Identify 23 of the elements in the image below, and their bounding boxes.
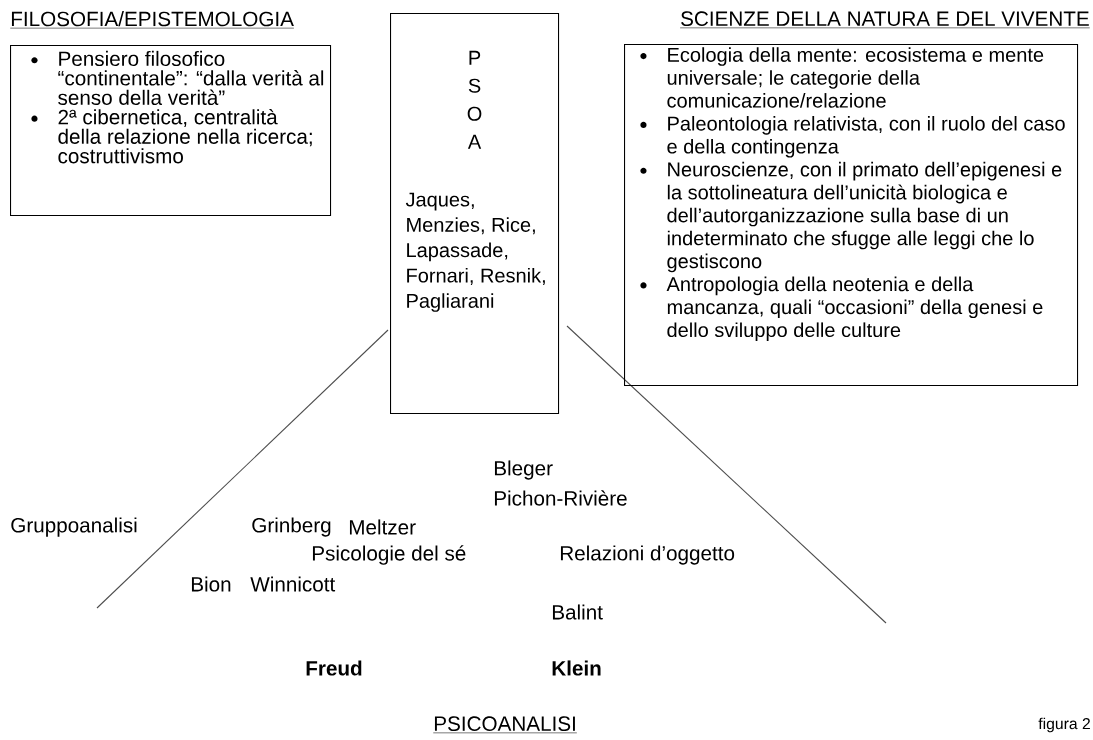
name-label: Psicologie del sé [312, 545, 466, 565]
section-heading: SCIENZE DELLA NATURA E DEL VIVENTE [679, 11, 1090, 29]
footer-heading: PSICOANALISI [433, 716, 578, 734]
node-label: Antropologia della neotenia e della mancanza, quali “occasioni” della genesi e dello sviluppo delle culture [666, 276, 1043, 342]
name-label: Freud [306, 660, 362, 676]
name-label: Relazioni d’oggetto [560, 545, 735, 565]
name-label: Klein [552, 660, 601, 676]
name-label: Grinberg [252, 517, 331, 537]
figure-number: figura 2 [1038, 717, 1090, 733]
name-label: Pichon-Rivière [494, 490, 627, 506]
name-label: Winnicott [250, 576, 336, 592]
name-label: Balint [552, 604, 603, 620]
node-label: Neuroscienze, con il primato dell’epigenesi e la sottolineatura dell’unicità biologica e dell’autorganizzazione sulla base di un indeterminato che sfugge alle leggi che lo gestiscono [667, 161, 1062, 273]
name-label: Gruppoanalisi [11, 517, 137, 537]
text-box: P S O A Jaques, Menzies, Rice, Lapassade, Fornari, Resnik, Pagliarani [390, 13, 560, 415]
text-box: Pensiero filosofico “continentale”: “dalla verità al senso della verità” 2ª cibernetica, centralità della relazione nella ricerca; costruttivismo [10, 45, 332, 217]
section-heading: FILOSOFIA/EPISTEMOLOGIA [10, 11, 295, 29]
node-label: Ecologia della mente: ecosistema e mente universale; le categorie della comunicazione/relazione [667, 47, 1044, 108]
name-label: Bion [191, 576, 231, 592]
text-box: Ecologia della mente: ecosistema e mente universale; le categorie della comunicazione/relazione Paleontologia relativista, con il ruolo del caso e della contingenza Neuroscienze, con il primato dell’epigenesi e la sottolineatura dell’unicità biologica e dell’autorganizzazione sulla base di un indeterminato che sfugge alle leggi che lo gestiscono Antropologia della neotenia e della mancanza, quali “occasioni” della genesi e dello sviluppo delle culture [624, 44, 1079, 387]
node-label: Paleontologia relativista, con il ruolo del caso e della contingenza [667, 116, 1065, 158]
name-label: Meltzer [349, 519, 416, 535]
name-label: Bleger [494, 460, 553, 480]
